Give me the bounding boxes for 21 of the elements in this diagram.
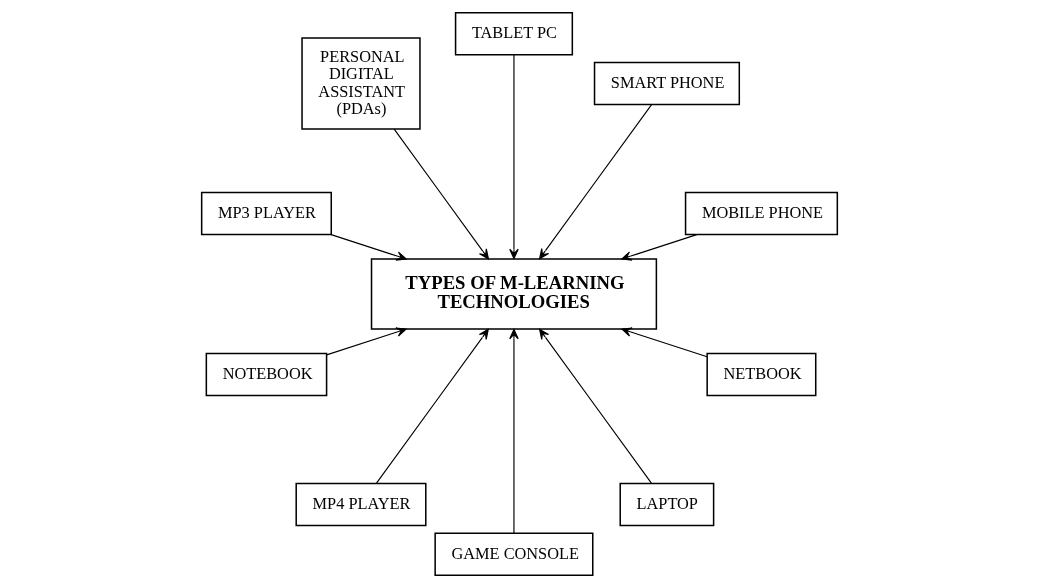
arrow bbox=[325, 327, 407, 356]
node-box: NOTEBOOK bbox=[205, 352, 327, 397]
node-box: SMART PHONE bbox=[593, 61, 740, 106]
arrow bbox=[538, 104, 652, 260]
node-box: TABLET PC bbox=[454, 12, 573, 56]
arrow bbox=[538, 328, 652, 484]
arrow bbox=[508, 54, 519, 260]
arrow bbox=[620, 234, 697, 261]
node-box: MP3 PLAYER bbox=[200, 191, 332, 236]
node-box: PERSONAL DIGITAL ASSISTANT (PDAs) bbox=[300, 37, 421, 130]
arrow bbox=[375, 328, 489, 484]
node-box: NETBOOK bbox=[705, 352, 816, 397]
arrow bbox=[393, 128, 489, 260]
node-box: LAPTOP bbox=[618, 482, 714, 527]
arrow bbox=[620, 327, 708, 358]
node-box: MOBILE PHONE bbox=[684, 191, 838, 236]
node-box: TYPES OF M-LEARNING TECHNOLOGIES bbox=[370, 258, 657, 330]
arrow bbox=[330, 234, 407, 261]
arrow bbox=[508, 328, 519, 534]
node-box: GAME CONSOLE bbox=[433, 532, 593, 576]
node-box: MP4 PLAYER bbox=[294, 482, 427, 527]
